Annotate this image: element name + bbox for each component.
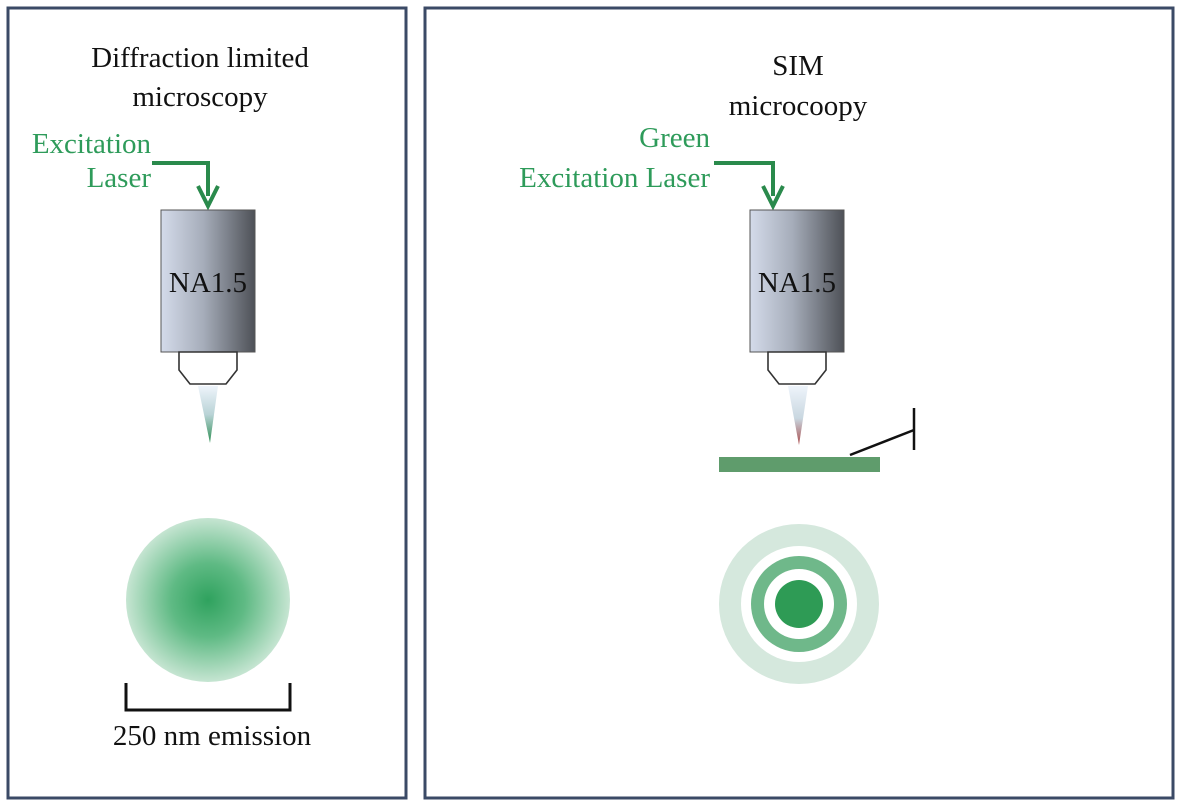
left-emission-bracket-icon (124, 683, 292, 712)
right-title-line1: SIM (772, 50, 824, 82)
right-laser-label-line2: Excitation Laser (519, 162, 710, 194)
right-objective-label: NA1.5 (758, 267, 836, 299)
left-laser-label-line2: Laser (87, 162, 152, 194)
right-laser-arrow-icon (714, 161, 785, 211)
sim-emission-pattern (719, 524, 879, 684)
left-laser-arrow-icon (152, 161, 220, 211)
sample-slide (719, 457, 880, 472)
grating-lever-icon (849, 408, 916, 457)
left-title-line2: microscopy (132, 81, 268, 113)
right-panel-frame (423, 6, 1175, 800)
left-panel: Diffraction limited microscopy Excitatio… (6, 6, 408, 800)
left-laser-label-line1: Excitation (32, 128, 152, 160)
right-objective-icon (749, 209, 845, 445)
left-panel-frame (6, 6, 408, 800)
left-objective-icon (160, 209, 256, 443)
left-emission-spot (126, 518, 290, 682)
right-title-line2: microcoopy (729, 90, 868, 122)
left-objective-label: NA1.5 (169, 267, 247, 299)
left-title-line1: Diffraction limited (91, 42, 309, 74)
right-panel: SIM microcoopy Green Excitation Laser NA… (423, 6, 1175, 800)
right-laser-label-line1: Green (639, 122, 710, 154)
left-emission-label: 250 nm emission (113, 720, 312, 752)
